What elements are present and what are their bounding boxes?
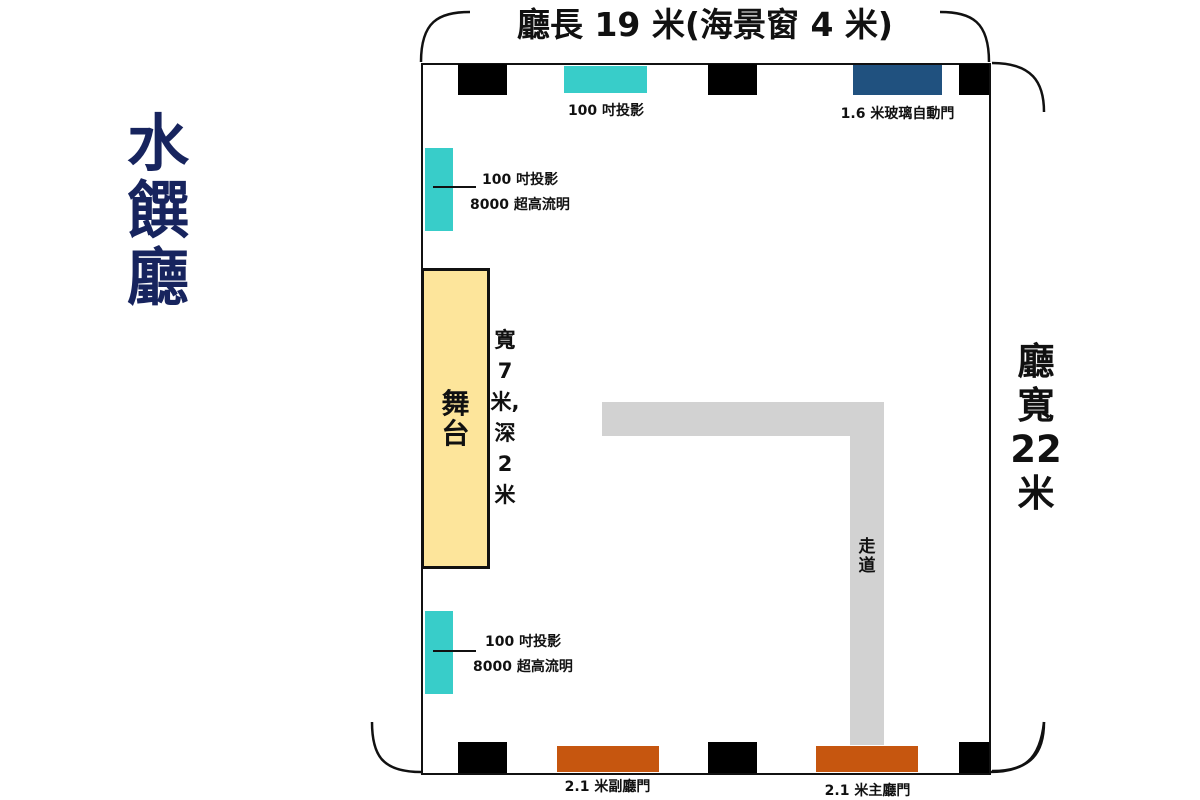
stage-size-char: 寬 xyxy=(494,328,516,352)
leader-line xyxy=(433,186,476,188)
hall-length-label: 廳長 19 米(海景窗 4 米) xyxy=(516,5,893,44)
hall-width-char: 22 xyxy=(1010,428,1062,471)
stage-size-char: 米, xyxy=(490,390,520,414)
aisle-vertical xyxy=(850,402,884,745)
pillar xyxy=(959,64,989,95)
hall-name: 水 饌 廳 xyxy=(118,110,198,311)
projector-size-text: 100 吋投影 xyxy=(482,172,559,188)
width-bracket xyxy=(991,61,1046,113)
stage-size-char: 7 xyxy=(497,359,513,383)
stage-label-char: 舞 xyxy=(441,387,470,420)
left-lower-projector-screen xyxy=(425,611,453,694)
stage-size-char: 2 xyxy=(497,452,513,476)
aisle-label-char: 走 xyxy=(858,537,876,557)
length-bracket xyxy=(370,721,422,774)
projector-size-text: 100 吋投影 xyxy=(485,634,562,650)
width-bracket xyxy=(991,721,1046,773)
pillar xyxy=(458,742,507,773)
side-hall-door xyxy=(557,746,659,772)
main-hall-door xyxy=(816,746,918,772)
pillar xyxy=(959,742,989,773)
stage-size-char: 米 xyxy=(494,483,516,507)
glass-automatic-door xyxy=(853,65,942,95)
top-projector-screen xyxy=(564,66,647,93)
projector-lumen-text: 8000 超高流明 xyxy=(470,197,570,213)
aisle-horizontal xyxy=(602,402,884,436)
left-upper-projector-screen xyxy=(425,148,453,231)
stage-size-label: 寬 7 米, 深 2 米 xyxy=(488,325,522,511)
hall-name-char: 饌 xyxy=(126,174,189,247)
stage: 舞 台 xyxy=(421,268,490,569)
hall-name-char: 水 xyxy=(126,107,189,180)
pillar xyxy=(708,742,757,773)
glass-door-label: 1.6 米玻璃自動門 xyxy=(840,106,955,122)
hall-width-char: 廳 xyxy=(1017,340,1055,383)
left-upper-projector-label: 100 吋投影 8000 超高流明 xyxy=(470,168,595,218)
stage-label: 舞 台 xyxy=(424,389,487,449)
hall-name-char: 廳 xyxy=(126,241,189,314)
left-lower-projector-label: 100 吋投影 8000 超高流明 xyxy=(473,630,598,680)
pillar xyxy=(708,64,757,95)
main-door-label: 2.1 米主廳門 xyxy=(824,783,911,799)
stage-size-char: 深 xyxy=(494,421,516,445)
length-bracket xyxy=(988,721,1046,774)
hall-width-label: 廳 寬 22 米 xyxy=(996,340,1076,516)
side-door-label: 2.1 米副廳門 xyxy=(564,779,651,795)
hall-width-char: 寬 xyxy=(1017,384,1055,427)
length-bracket xyxy=(939,10,991,63)
aisle-label: 走 道 xyxy=(850,538,884,576)
length-bracket xyxy=(419,10,471,63)
projector-lumen-text: 8000 超高流明 xyxy=(473,659,573,675)
stage-label-char: 台 xyxy=(441,417,470,450)
hall-width-char: 米 xyxy=(1017,472,1055,515)
top-projector-label: 100 吋投影 xyxy=(567,103,645,119)
pillar xyxy=(458,64,507,95)
leader-line xyxy=(433,650,476,652)
aisle-label-char: 道 xyxy=(858,556,876,576)
